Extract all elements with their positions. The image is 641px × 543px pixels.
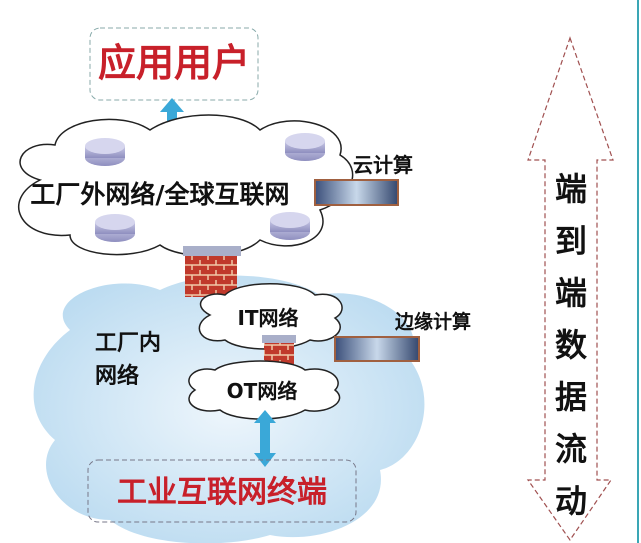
svg-text:到: 到 <box>555 222 587 260</box>
svg-text:流: 流 <box>555 430 587 468</box>
svg-text:动: 动 <box>555 482 587 520</box>
internal-network-label: 网络 <box>95 363 139 389</box>
router-icon <box>270 212 310 240</box>
it-network-label: IT网络 <box>237 306 298 330</box>
router-icon <box>95 214 135 242</box>
app-user-label: 应用用户 <box>98 41 250 85</box>
terminal-box <box>87 459 357 523</box>
app-user-box <box>89 27 259 101</box>
cloud-datacenter-image <box>314 179 399 206</box>
router-icon <box>85 138 125 166</box>
edge-computing-label: 边缘计算 <box>394 310 471 333</box>
terminal-label: 工业互联网终端 <box>117 475 327 510</box>
it-network-cloud <box>198 283 343 350</box>
frame-edge <box>637 0 639 543</box>
data-flow-arrow-icon <box>526 36 614 542</box>
ot-network-label: OT网络 <box>227 379 298 403</box>
cloud-computing-label: 云计算 <box>353 153 413 177</box>
svg-text:端: 端 <box>555 274 587 312</box>
svg-text:据: 据 <box>555 378 587 416</box>
bidirectional-arrow-icon <box>254 410 276 467</box>
router-icon <box>285 133 325 161</box>
firewall-icon <box>183 246 241 297</box>
internal-network-label: 工厂内 <box>95 331 161 356</box>
ot-network-cloud <box>188 360 341 420</box>
data-flow-label: 端 到 端 数 据 流 动 <box>555 170 588 520</box>
svg-text:数: 数 <box>555 326 588 364</box>
svg-text:端: 端 <box>555 170 587 208</box>
edge-server-image <box>334 336 420 362</box>
external-network-label: 工厂外网络/全球互联网 <box>30 180 289 209</box>
